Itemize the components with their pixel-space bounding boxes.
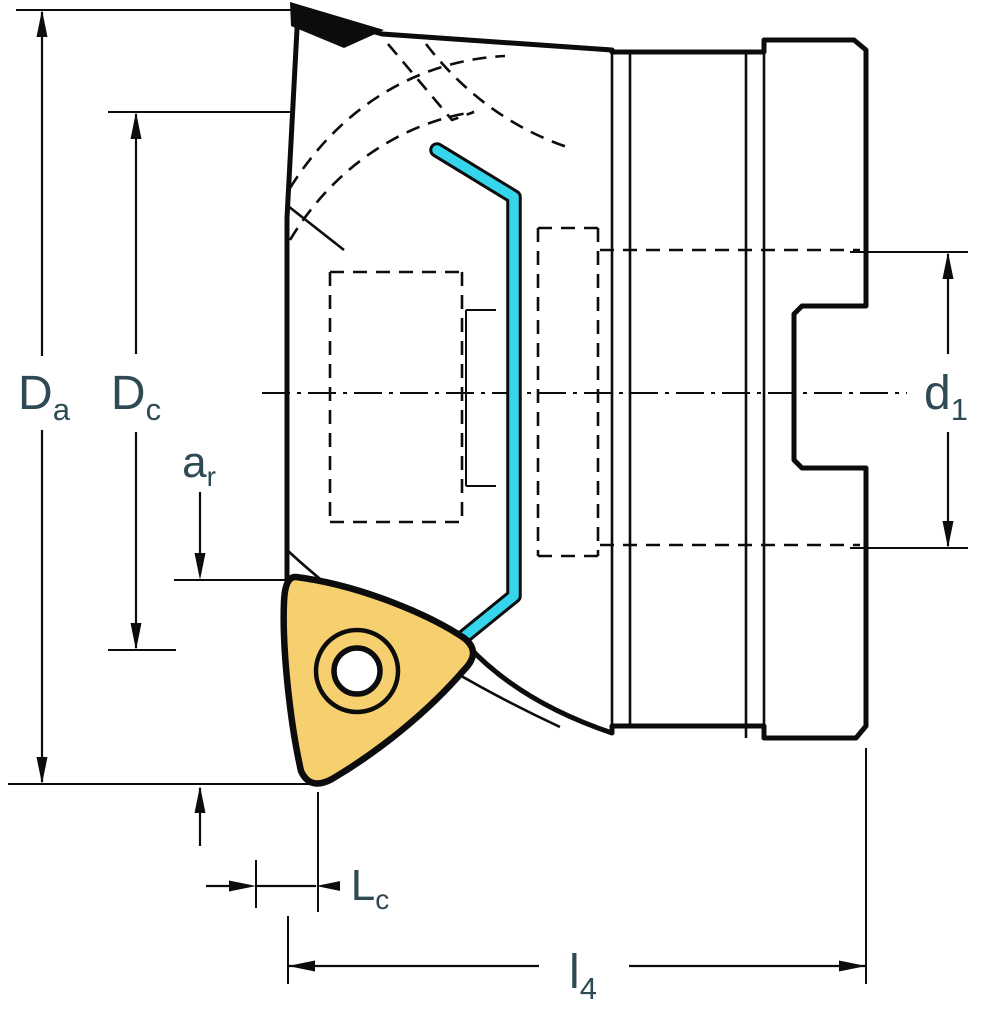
arrow-l4-right (839, 960, 866, 972)
dimension-Lc (206, 880, 343, 892)
extension-lines (8, 9, 968, 984)
arrow-lc-right (316, 880, 343, 892)
label-dc-sub: c (146, 392, 162, 427)
hidden-cutting-circle-arc-2 (288, 54, 506, 189)
corner-chamfer-edge (290, 2, 384, 48)
hidden-mounting-bore-lines (600, 248, 860, 547)
hidden-gash-arc (424, 43, 571, 150)
insert-screw-seat-ring (313, 627, 401, 715)
label-box-lc (340, 856, 404, 912)
arrow-ar-down (194, 553, 206, 580)
cutting-insert (280, 573, 477, 787)
arrow-dc-bottom (130, 623, 142, 650)
label-da-base: D (18, 367, 53, 420)
label-box-l4 (539, 934, 629, 1002)
arrow-ar-up (194, 786, 206, 813)
label-ar: ar (182, 438, 216, 492)
label-box-da (6, 356, 84, 430)
arrow-dc-top (130, 112, 142, 139)
label-lc-base: L (351, 861, 375, 910)
hidden-pocket-edge (387, 43, 475, 122)
label-dc-base: D (111, 367, 146, 420)
label-l4-base: l (569, 946, 580, 999)
front-gash-edge (287, 204, 345, 252)
coolant-channel-highlight (432, 145, 519, 653)
label-box-dc (97, 354, 177, 432)
label-lc: Lc (351, 861, 389, 915)
label-ar-sub: r (207, 461, 216, 492)
label-d1-base: d (924, 367, 951, 420)
arrow-da-top (36, 10, 48, 37)
label-ar-base: a (182, 438, 207, 487)
label-l4: l4 (569, 946, 597, 1006)
dimension-labels: Da Dc ar d1 Lc l4 (6, 354, 987, 1006)
label-dc: Dc (111, 367, 161, 427)
label-box-d1 (907, 354, 987, 432)
arrow-d1-top (942, 252, 954, 279)
hidden-lines (288, 43, 860, 558)
dimension-ar (194, 492, 206, 846)
hidden-cutting-circle-arc-1 (288, 110, 475, 241)
label-l4-sub: 4 (580, 971, 597, 1006)
arrow-d1-bottom (942, 521, 954, 548)
hidden-screw-hole-outline (536, 226, 600, 558)
coolant-channel (429, 142, 522, 656)
label-lc-sub: c (375, 884, 389, 915)
label-da-sub: a (53, 392, 71, 427)
insert-screw-hole (331, 645, 383, 697)
arrow-da-bottom (36, 757, 48, 784)
hidden-insert-pocket-outline (328, 270, 464, 524)
label-da: Da (18, 367, 71, 427)
label-d1: d1 (924, 367, 968, 427)
arrow-lc-left (229, 880, 256, 892)
label-d1-sub: 1 (951, 392, 968, 427)
screw-head-contour (465, 309, 496, 487)
coolant-channel-border (429, 142, 522, 656)
label-box-ar (173, 435, 227, 489)
arrow-l4-left (288, 960, 315, 972)
